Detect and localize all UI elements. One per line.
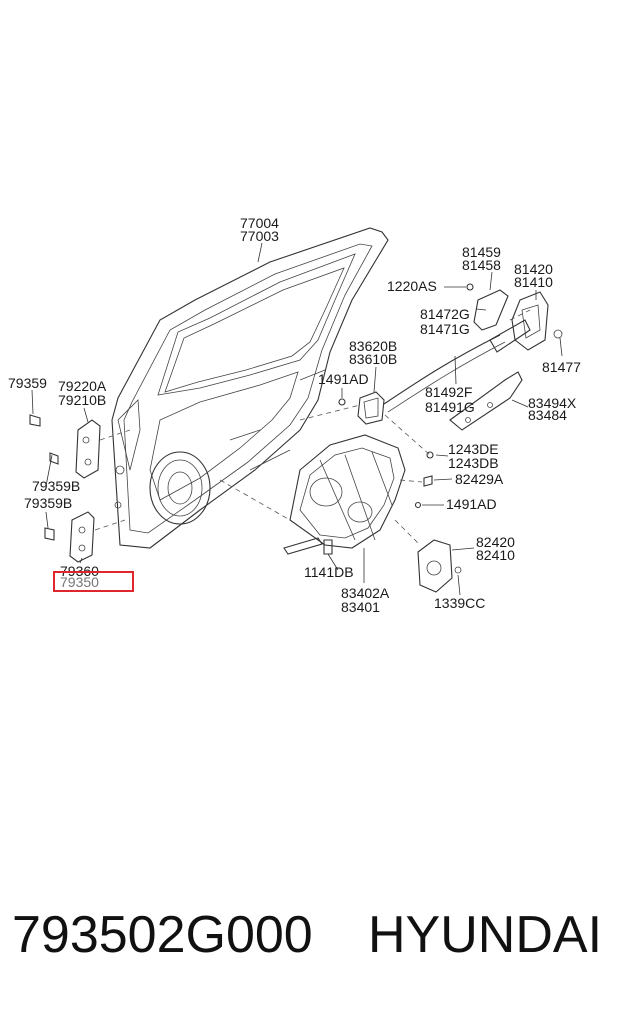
brand-name: HYUNDAI <box>368 906 603 964</box>
label-82420: 82420 <box>476 534 515 550</box>
label-81492F: 81492F <box>425 384 472 400</box>
label-81458: 81458 <box>462 257 501 273</box>
label-1491AD-lower: 1491AD <box>446 496 497 512</box>
upper-hinge-part <box>29 414 101 479</box>
footer: 793502G000 HYUNDAI <box>0 905 620 975</box>
label-83401: 83401 <box>341 599 380 615</box>
leader-lines <box>31 242 563 596</box>
label-77004: 77004 <box>240 215 279 231</box>
label-81491G: 81491G <box>425 399 475 415</box>
window-regulator-part <box>283 434 406 555</box>
label-1141DB: 1141DB <box>304 564 354 580</box>
latch-cables-part <box>383 334 506 413</box>
part-number: 793502G000 <box>12 906 313 964</box>
label-79359B-lower: 79359B <box>24 495 72 511</box>
door-frame-part <box>111 227 389 549</box>
label-83610B: 83610B <box>349 351 397 367</box>
label-1243DB: 1243DB <box>448 455 499 471</box>
label-81477: 81477 <box>542 359 581 375</box>
fasteners <box>323 398 434 555</box>
label-77003: 77003 <box>240 228 279 244</box>
label-81459: 81459 <box>462 244 501 260</box>
lower-hinge-part <box>44 511 95 563</box>
label-79359B-upper: 79359B <box>32 478 80 494</box>
label-79359: 79359 <box>8 375 47 391</box>
label-83402A: 83402A <box>341 585 390 601</box>
parts-diagram: 77004 77003 81459 81458 1220AS 81420 814… <box>8 215 581 615</box>
label-83620B: 83620B <box>349 338 397 354</box>
label-79220A: 79220A <box>58 378 107 394</box>
label-1491AD-upper: 1491AD <box>318 371 369 387</box>
label-81420: 81420 <box>514 261 553 277</box>
door-latch-part <box>489 291 563 353</box>
label-81410: 81410 <box>514 274 553 290</box>
label-1339CC: 1339CC <box>434 595 485 611</box>
label-83494X: 83494X <box>528 395 577 411</box>
label-1220AS: 1220AS <box>387 278 437 294</box>
label-82429A: 82429A <box>455 471 504 487</box>
label-83484: 83484 <box>528 407 567 423</box>
window-motor-part <box>417 539 462 593</box>
label-1243DE: 1243DE <box>448 441 499 457</box>
highlight-box <box>53 571 134 592</box>
assembly-lines <box>94 309 531 546</box>
rear-bracket-part <box>449 371 523 431</box>
inside-handle-part <box>357 391 385 425</box>
label-79210B: 79210B <box>58 392 106 408</box>
label-81472G: 81472G <box>420 306 470 322</box>
label-82410: 82410 <box>476 547 515 563</box>
label-81471G: 81471G <box>420 321 470 337</box>
handle-bracket-part <box>466 283 509 331</box>
label-79350-highlighted: 79350 <box>60 574 99 590</box>
part-labels: 77004 77003 81459 81458 1220AS 81420 814… <box>8 215 581 615</box>
